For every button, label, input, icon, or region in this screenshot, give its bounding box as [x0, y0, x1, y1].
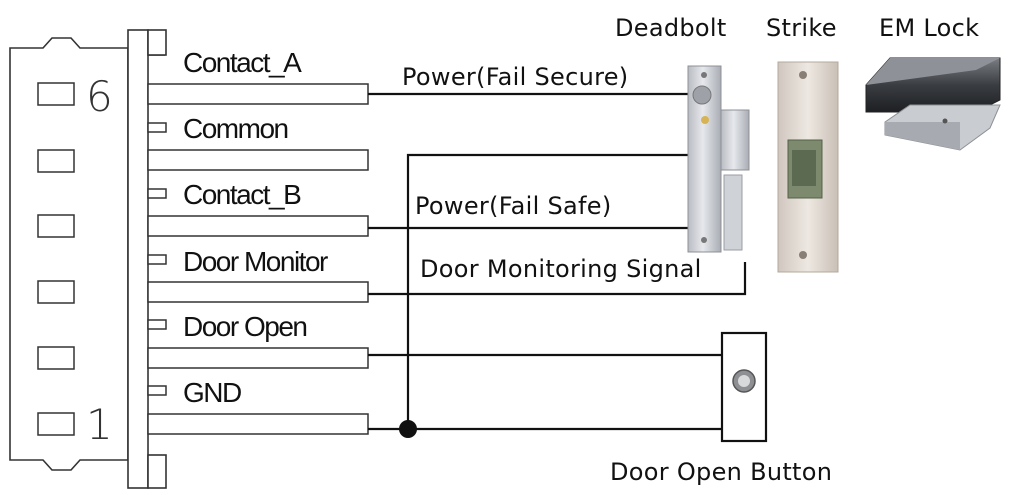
signal-label-power-fail-safe: Power(Fail Safe)	[415, 192, 612, 220]
pin-label-contact-a: Contact_A	[183, 47, 302, 78]
strike-image	[777, 61, 839, 273]
wires	[368, 92, 747, 431]
signal-label-power-fail-secure: Power(Fail Secure)	[402, 63, 629, 91]
pin-label-common: Common	[183, 113, 289, 144]
device-label-em-lock: EM Lock	[879, 14, 980, 42]
pin-label-door-monitor: Door Monitor	[183, 246, 328, 277]
door-open-button-image	[720, 331, 768, 443]
junction-dot	[399, 420, 417, 438]
connector	[9, 29, 167, 489]
pin-label-gnd: GND	[183, 377, 242, 408]
device-label-deadbolt: Deadbolt	[615, 14, 727, 42]
device-label-door-open-button: Door Open Button	[610, 458, 833, 486]
pin-label-contact-b: Contact_B	[183, 179, 302, 210]
deadbolt-image	[687, 65, 750, 253]
em-lock-image	[865, 57, 1001, 151]
pin-number-1: 1	[86, 400, 113, 449]
device-label-strike: Strike	[766, 14, 837, 42]
signal-label-door-monitoring: Door Monitoring Signal	[420, 255, 702, 283]
pin-terminals	[147, 83, 369, 435]
pin-number-6: 6	[86, 72, 113, 121]
pin-label-door-open: Door Open	[183, 311, 308, 342]
